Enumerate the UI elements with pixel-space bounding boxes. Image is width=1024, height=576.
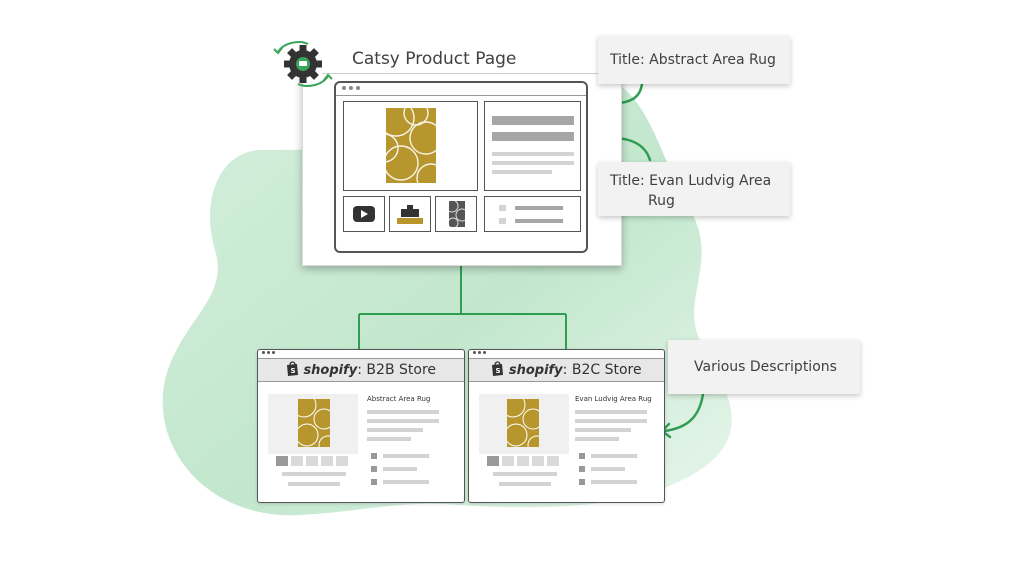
window-dot bbox=[473, 351, 476, 354]
main-image-box bbox=[343, 101, 478, 191]
thumb-swatch bbox=[291, 456, 303, 466]
window-dot bbox=[267, 351, 270, 354]
shopify-wordmark: shopify bbox=[508, 363, 563, 378]
window-dot bbox=[356, 86, 360, 90]
spec-line bbox=[383, 454, 429, 458]
svg-text:S: S bbox=[496, 367, 501, 375]
browser-bar bbox=[469, 350, 664, 358]
catsy-page-title: Catsy Product Page bbox=[322, 44, 618, 74]
window-dot bbox=[272, 351, 275, 354]
store-header: S shopify: B2B Store bbox=[258, 358, 464, 382]
thumb-swatch bbox=[306, 456, 318, 466]
spec-line bbox=[515, 206, 563, 210]
rug-image bbox=[298, 399, 330, 447]
rug-image bbox=[386, 108, 436, 183]
store-name: : B2B Store bbox=[357, 362, 437, 378]
product-image bbox=[268, 394, 358, 454]
bullet bbox=[579, 453, 585, 459]
svg-text:S: S bbox=[290, 367, 295, 375]
thumb-swatch bbox=[487, 456, 499, 466]
window-dot bbox=[262, 351, 265, 354]
bullet bbox=[499, 205, 506, 211]
text-line bbox=[575, 419, 647, 423]
product-page-mockup bbox=[334, 81, 588, 253]
gear-sync-icon bbox=[273, 41, 333, 87]
thumb-swatch bbox=[532, 456, 544, 466]
text-line bbox=[367, 428, 423, 432]
play-icon bbox=[353, 206, 375, 222]
window-dot bbox=[349, 86, 353, 90]
bullet bbox=[499, 218, 506, 224]
text-line bbox=[288, 482, 340, 486]
store-name: : B2C Store bbox=[562, 362, 642, 378]
callout-line: Rug bbox=[648, 193, 675, 209]
window-dot bbox=[478, 351, 481, 354]
thumb-swatch bbox=[502, 456, 514, 466]
text-line bbox=[492, 152, 574, 156]
rug-pattern-icon bbox=[449, 201, 465, 227]
browser-bar bbox=[336, 83, 586, 96]
video-thumbnail bbox=[343, 196, 385, 232]
shopify-bag-icon: S bbox=[286, 361, 298, 376]
store-window-b2b: S shopify: B2B Store Abstract Area Rug bbox=[257, 349, 465, 503]
browser-bar bbox=[258, 350, 464, 358]
store-header: S shopify: B2C Store bbox=[469, 358, 664, 382]
spec-line bbox=[383, 480, 429, 484]
window-dot bbox=[483, 351, 486, 354]
thumb-swatch bbox=[336, 456, 348, 466]
thumb-swatch bbox=[517, 456, 529, 466]
shopify-wordmark: shopify bbox=[303, 363, 358, 378]
specs-box bbox=[484, 196, 581, 232]
text-line bbox=[575, 428, 631, 432]
spec-line bbox=[591, 454, 637, 458]
bullet bbox=[371, 466, 377, 472]
thumb-swatch bbox=[547, 456, 559, 466]
text-line bbox=[575, 437, 619, 441]
rug-image bbox=[507, 399, 539, 447]
shopify-bag-icon: S bbox=[492, 361, 504, 376]
callout-title-evan: Title: Evan Ludvig Area Rug bbox=[598, 162, 790, 216]
thumb-swatch bbox=[276, 456, 288, 466]
text-line bbox=[493, 472, 557, 476]
arrow-3-curve bbox=[662, 392, 705, 433]
window-dot bbox=[342, 86, 346, 90]
text-line bbox=[492, 161, 574, 165]
text-line bbox=[499, 482, 551, 486]
text-line bbox=[492, 170, 552, 174]
text-line bbox=[367, 419, 439, 423]
spec-line bbox=[515, 219, 563, 223]
spec-line bbox=[591, 467, 625, 471]
text-line bbox=[367, 437, 411, 441]
room-thumbnail bbox=[389, 196, 431, 232]
spec-line bbox=[591, 480, 637, 484]
text-line bbox=[575, 410, 647, 414]
callout-line: Title: Evan Ludvig Area bbox=[610, 173, 772, 189]
bullet bbox=[371, 453, 377, 459]
product-image bbox=[479, 394, 569, 454]
thumb-swatch bbox=[321, 456, 333, 466]
bullet bbox=[579, 466, 585, 472]
product-title: Abstract Area Rug bbox=[367, 395, 431, 403]
bullet bbox=[579, 479, 585, 485]
callout-title-abstract: Title: Abstract Area Rug bbox=[598, 36, 790, 84]
product-title: Evan Ludvig Area Rug bbox=[575, 395, 652, 403]
text-line bbox=[282, 472, 346, 476]
pattern-thumbnail bbox=[435, 196, 477, 232]
title-bar bbox=[492, 116, 574, 125]
spec-line bbox=[383, 467, 417, 471]
callout-descriptions: Various Descriptions bbox=[668, 340, 860, 394]
room-scene-icon bbox=[397, 205, 423, 224]
text-line bbox=[367, 410, 439, 414]
title-bar bbox=[492, 132, 574, 141]
details-box bbox=[484, 101, 581, 191]
store-window-b2c: S shopify: B2C Store Evan Ludvig Area Ru… bbox=[468, 349, 665, 503]
bullet bbox=[371, 479, 377, 485]
